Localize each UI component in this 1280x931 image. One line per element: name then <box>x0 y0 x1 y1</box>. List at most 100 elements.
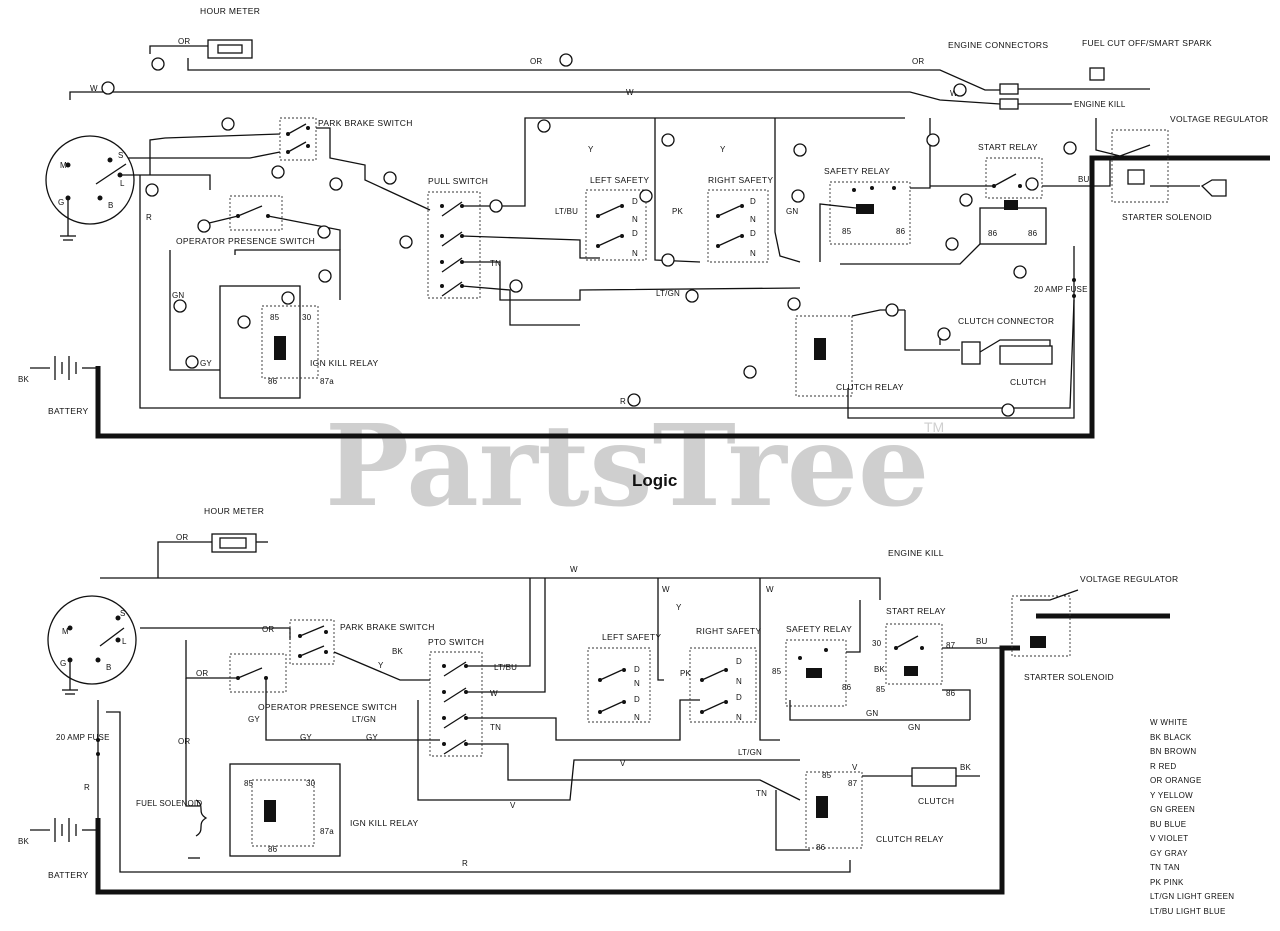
svg-text:30: 30 <box>302 313 312 322</box>
svg-text:30: 30 <box>872 639 882 648</box>
svg-text:86: 86 <box>268 845 278 854</box>
svg-text:G: G <box>60 659 66 668</box>
top-voltage-regulator-label: VOLTAGE REGULATOR <box>1170 114 1268 124</box>
bottom-start-relay-label: START RELAY <box>886 606 946 616</box>
legend-item: GN GREEN <box>1150 805 1196 814</box>
svg-text:87: 87 <box>946 641 956 650</box>
svg-text:R: R <box>146 213 152 222</box>
legend-item: BN BROWN <box>1150 747 1197 756</box>
svg-text:D: D <box>736 657 742 666</box>
svg-text:G: G <box>58 198 64 207</box>
svg-text:BU: BU <box>976 637 988 646</box>
svg-text:TN: TN <box>490 723 501 732</box>
legend-item: OR ORANGE <box>1150 776 1202 785</box>
svg-text:Y: Y <box>676 603 682 612</box>
bottom-engine-kill-label: ENGINE KILL <box>888 548 944 558</box>
top-engine-kill-label: ENGINE KILL <box>1074 100 1126 109</box>
svg-text:W: W <box>766 585 774 594</box>
svg-text:85: 85 <box>244 779 254 788</box>
top-clutch-label: CLUTCH <box>1010 377 1046 387</box>
svg-text:R: R <box>462 859 468 868</box>
svg-text:85: 85 <box>270 313 280 322</box>
svg-text:W: W <box>662 585 670 594</box>
svg-text:TN: TN <box>756 789 767 798</box>
svg-text:N: N <box>634 679 640 688</box>
svg-text:BU: BU <box>1078 175 1090 184</box>
top-fuse-label: 20 AMP FUSE <box>1034 285 1088 294</box>
svg-text:W: W <box>950 89 958 98</box>
bottom-clutch-relay-label: CLUTCH RELAY <box>876 834 944 844</box>
svg-text:87a: 87a <box>320 377 334 386</box>
bottom-voltage-regulator-label: VOLTAGE REGULATOR <box>1080 574 1178 584</box>
svg-text:87: 87 <box>848 779 858 788</box>
svg-text:GN: GN <box>786 207 798 216</box>
svg-text:OR: OR <box>262 625 274 634</box>
svg-text:BK: BK <box>18 837 30 846</box>
svg-text:L: L <box>122 637 127 646</box>
svg-text:D: D <box>750 229 756 238</box>
top-operator-presence-label: OPERATOR PRESENCE SWITCH <box>176 236 315 246</box>
svg-text:W: W <box>490 689 498 698</box>
legend-item: LT/BU LIGHT BLUE <box>1150 906 1226 916</box>
svg-text:D: D <box>634 665 640 674</box>
svg-text:LT/BU: LT/BU <box>555 207 578 216</box>
bottom-fuse-label: 20 AMP FUSE <box>56 733 110 742</box>
section-title: Logic <box>632 471 677 490</box>
svg-text:M: M <box>60 161 67 170</box>
svg-text:86: 86 <box>842 683 852 692</box>
bottom-battery-label: BATTERY <box>48 870 89 880</box>
svg-text:85: 85 <box>772 667 782 676</box>
top-hour-meter-label: HOUR METER <box>200 6 260 16</box>
legend-item: W WHITE <box>1150 718 1188 727</box>
svg-text:Y: Y <box>378 661 384 670</box>
legend-item: Y YELLOW <box>1150 790 1194 800</box>
svg-text:R: R <box>84 783 90 792</box>
svg-text:D: D <box>632 197 638 206</box>
svg-text:D: D <box>736 693 742 702</box>
svg-text:BK: BK <box>18 375 30 384</box>
legend-item: BU BLUE <box>1150 819 1187 829</box>
svg-text:GN: GN <box>908 723 920 732</box>
svg-text:W: W <box>626 88 634 97</box>
top-clutch-connector-label: CLUTCH CONNECTOR <box>958 316 1054 326</box>
svg-text:GY: GY <box>248 715 260 724</box>
svg-text:N: N <box>736 713 742 722</box>
svg-text:OR: OR <box>912 57 924 66</box>
svg-text:GY: GY <box>366 733 378 742</box>
svg-text:TN: TN <box>490 259 501 268</box>
bottom-safety-relay-label: SAFETY RELAY <box>786 624 852 634</box>
svg-text:LT/BU: LT/BU <box>494 663 517 672</box>
svg-text:86: 86 <box>988 229 998 238</box>
svg-text:B: B <box>108 201 114 210</box>
top-ign-kill-relay-label: IGN KILL RELAY <box>310 358 378 368</box>
bottom-battery-cable <box>95 613 1170 895</box>
svg-text:N: N <box>634 713 640 722</box>
svg-text:GN: GN <box>866 709 878 718</box>
svg-text:OR: OR <box>178 737 190 746</box>
svg-text:S: S <box>120 609 126 618</box>
svg-text:Y: Y <box>588 145 594 154</box>
svg-text:OR: OR <box>196 669 208 678</box>
legend-item: TN TAN <box>1150 863 1180 872</box>
svg-text:85: 85 <box>822 771 832 780</box>
svg-text:D: D <box>750 197 756 206</box>
svg-text:N: N <box>750 215 756 224</box>
bottom-hour-meter-label: HOUR METER <box>204 506 264 516</box>
legend-item: BK BLACK <box>1150 732 1192 742</box>
svg-text:W: W <box>570 565 578 574</box>
svg-text:BK: BK <box>392 647 404 656</box>
svg-text:N: N <box>632 249 638 258</box>
top-right-safety-label: RIGHT SAFETY <box>708 175 773 185</box>
svg-text:85: 85 <box>842 227 852 236</box>
svg-text:GN: GN <box>172 291 184 300</box>
svg-text:R: R <box>620 397 626 406</box>
svg-text:GY: GY <box>200 359 212 368</box>
svg-text:S: S <box>118 151 124 160</box>
svg-text:LT/GN: LT/GN <box>656 289 680 298</box>
bottom-park-brake-label: PARK BRAKE SWITCH <box>340 622 435 632</box>
bottom-right-safety-label: RIGHT SAFETY <box>696 626 761 636</box>
bottom-operator-presence-label: OPERATOR PRESENCE SWITCH <box>258 702 397 712</box>
svg-text:86: 86 <box>1028 229 1038 238</box>
